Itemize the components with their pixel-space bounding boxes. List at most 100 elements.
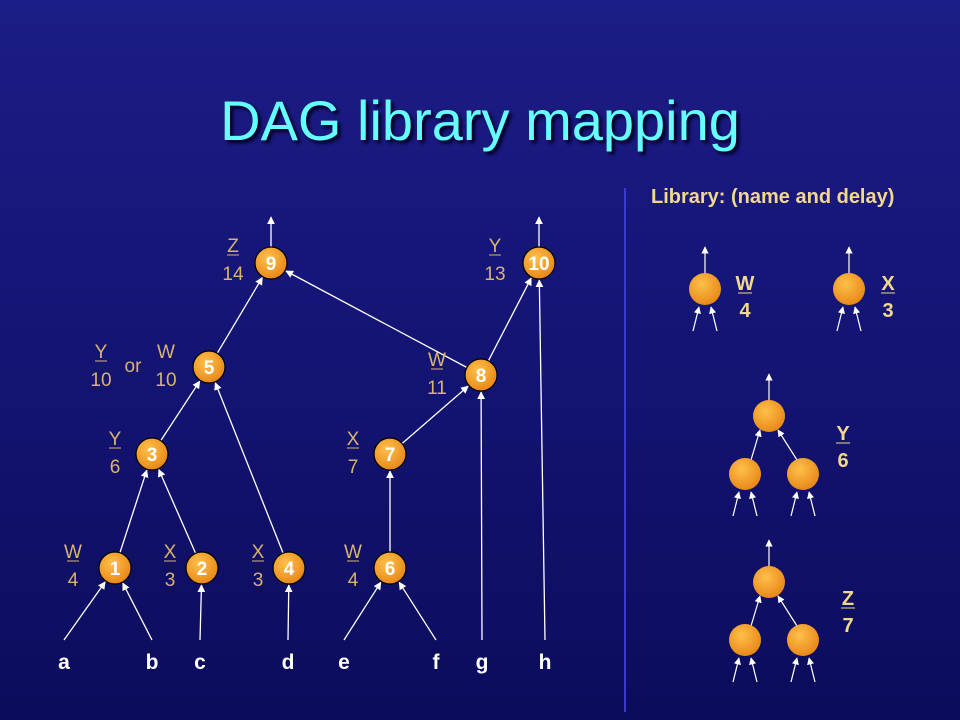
dag-node-circle [135,437,169,471]
library-input-arrow [749,491,758,517]
input-label: a [58,651,70,674]
library-input-arrow [749,657,758,683]
input-label: f [433,651,441,674]
library-node-circle [753,566,785,598]
edge-2-3 [158,468,197,554]
dag-node: 9 [254,246,288,280]
library-delay: 6 [837,450,848,472]
annotation-delay: 13 [484,264,505,285]
input-label: g [476,651,489,674]
dag-node-id: 9 [266,254,277,275]
library-node-circle [729,624,761,656]
dag-node: 8 [464,358,498,392]
edge-4-5 [214,382,284,554]
edge-g-8 [477,391,486,641]
input-label: b [146,651,159,674]
annotation-name: W [64,542,82,563]
library-pattern-W: W4 [689,246,755,332]
edge-5-9 [216,276,263,354]
annotation-name: W [428,350,446,371]
library-edge [777,429,798,461]
library-edge [750,595,762,627]
annotation-delay: 6 [110,457,121,478]
library-name: Y [836,423,850,445]
library-name: X [881,273,895,295]
input-label: e [338,651,350,674]
library-input-arrow [732,657,741,683]
library-delay: 3 [882,300,893,322]
annotation-alt-name: W [157,342,175,363]
dag-node: 3 [135,437,169,471]
library-pattern-X: X3 [833,246,895,332]
dag-node-id: 5 [204,358,215,379]
annotation-name: Y [109,429,122,450]
library-input-arrow [790,657,799,683]
library-delay: 7 [842,615,853,637]
dag-node-id: 1 [110,559,121,580]
library-node-circle [787,624,819,656]
annotation-delay: 10 [90,370,111,391]
dag-node: 6 [373,551,407,585]
input-label: d [282,651,295,674]
annotation-delay: 11 [427,378,447,399]
dag-node-circle [373,551,407,585]
library-edge [750,429,762,461]
dag-node-id: 3 [147,445,158,466]
edge-b-1 [122,582,153,641]
library-name: Z [842,588,854,610]
edge-3-5 [160,380,201,441]
edges-layer [63,216,546,641]
dag-node: 2 [185,551,219,585]
edge-h-10 [535,279,546,641]
library-input-arrow [732,491,741,517]
annotation-delay: 4 [348,570,359,591]
dag-node-circle [98,551,132,585]
library-input-arrow [692,306,701,332]
library-input-arrow [807,657,816,683]
dag-node-circle [373,437,407,471]
library-pattern-Y: Y6 [729,373,850,517]
library-delay: 4 [739,300,751,322]
dag-node-id: 6 [385,559,396,580]
library-input-arrow [836,306,845,332]
annotation-name: X [164,542,177,563]
annotation-delay: 3 [253,570,264,591]
dag-node-id: 7 [385,445,396,466]
library-header: Library: (name and delay) [651,186,894,208]
dag-node-circle [272,551,306,585]
input-label: h [539,651,552,674]
edge-7-8 [401,385,469,444]
dag-node-id: 4 [284,559,295,580]
library-name: W [736,273,755,295]
annotation-name: Y [95,342,108,363]
annotation-delay: 4 [68,570,79,591]
library-node-circle [833,273,865,305]
library-node-circle [787,458,819,490]
library-node-circle [689,273,721,305]
annotation-name: Z [227,236,239,257]
edge-8-9 [285,270,468,369]
annotation-or: or [125,356,143,377]
dag-node-circle [254,246,288,280]
edge-8-10 [487,277,532,362]
edge-a-1 [63,581,106,641]
dag-node-id: 2 [197,559,208,580]
library-input-arrow [853,306,862,332]
library-edge [777,595,798,627]
annotation-delay: 3 [165,570,176,591]
annotation-delay: 7 [348,457,359,478]
library-input-arrow [807,491,816,517]
annotation-name: Y [489,236,502,257]
dag-node-circle [192,350,226,384]
dag-node-id: 8 [476,366,487,387]
edge-e-6 [343,581,382,641]
annotation-name: X [252,542,265,563]
edge-1-3 [119,469,149,554]
dag-node-circle [522,246,556,280]
dag-node: 5 [192,350,226,384]
library-node-circle [729,458,761,490]
